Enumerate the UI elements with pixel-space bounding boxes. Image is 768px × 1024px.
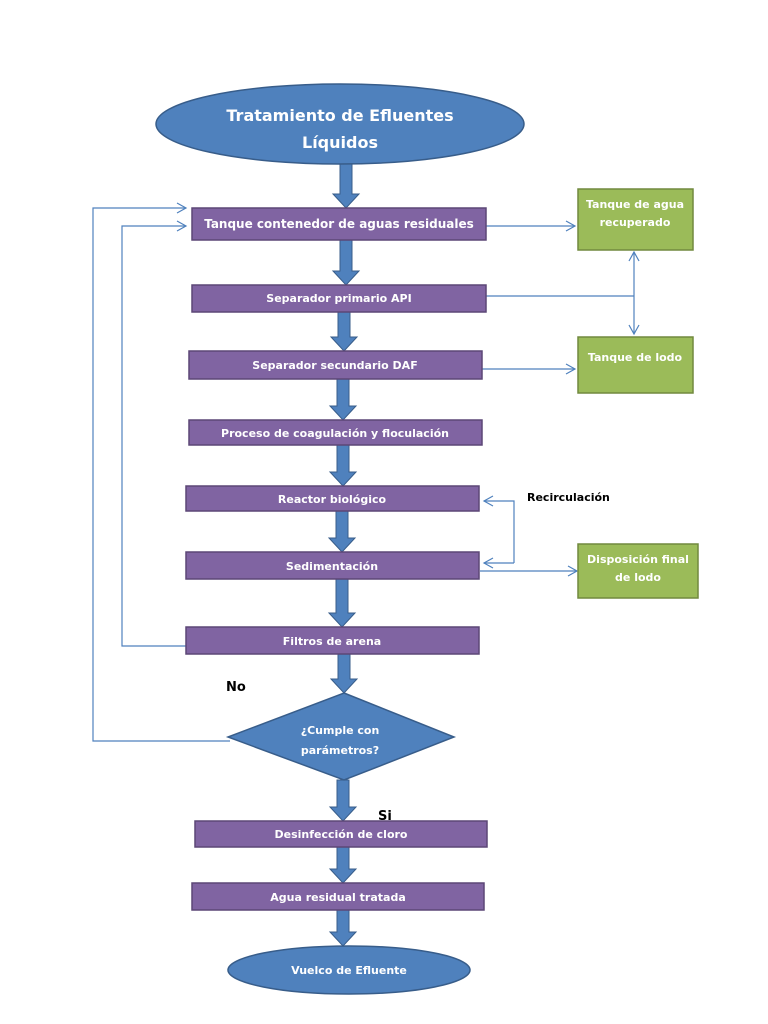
- final-disposal-line2: de lodo: [615, 571, 661, 584]
- step-sedimentation[interactable]: Sedimentación: [185, 551, 480, 580]
- step-bioreactor[interactable]: Reactor biológico: [185, 485, 480, 512]
- step-coagulation[interactable]: Proceso de coagulación y floculación: [188, 419, 483, 446]
- final-disposal-line1: Disposición final: [587, 553, 689, 566]
- no-loop-connector: [92, 202, 230, 742]
- flow-arrow: [328, 444, 358, 487]
- step-daf-separator[interactable]: Separador secundario DAF: [188, 350, 483, 380]
- sludge-tank-line1: Tanque de lodo: [588, 351, 683, 364]
- decision-line2: parámetros?: [301, 744, 379, 757]
- sand-filter-loop-connector: [121, 220, 188, 647]
- step-label: Desinfección de cloro: [274, 828, 407, 841]
- step-label: Reactor biológico: [278, 493, 387, 506]
- water-tank-line2: recuperado: [600, 216, 671, 229]
- start-title-line2: Líquidos: [302, 133, 378, 152]
- recirculation-connector: [482, 495, 515, 563]
- no-label: No: [226, 680, 246, 695]
- recirculation-label: Recirculación: [527, 491, 610, 504]
- flow-arrow: [328, 378, 358, 421]
- sludge-tank-box[interactable]: Tanque de lodo: [577, 336, 694, 394]
- water-tank-line1: Tanque de agua: [586, 198, 684, 211]
- start-node[interactable]: Tratamiento de Efluentes Líquidos: [155, 83, 525, 165]
- step-label: Separador secundario DAF: [252, 359, 417, 372]
- flow-arrow: [328, 846, 358, 884]
- step-label: Sedimentación: [286, 560, 378, 573]
- decision-line1: ¿Cumple con: [301, 724, 380, 737]
- connectors: [92, 202, 640, 742]
- final-disposal-box[interactable]: Disposición final de lodo: [577, 543, 699, 599]
- block-arrows: [327, 163, 361, 947]
- flow-arrow: [329, 311, 359, 352]
- step-label: Proceso de coagulación y floculación: [221, 427, 449, 440]
- flow-arrow: [331, 163, 361, 209]
- end-label: Vuelco de Efluente: [291, 964, 407, 977]
- flow-arrow: [331, 239, 361, 286]
- start-title-line1: Tratamiento de Efluentes: [226, 106, 453, 125]
- step-tank[interactable]: Tanque contenedor de aguas residuales: [191, 207, 487, 241]
- yes-label: Si: [378, 809, 392, 824]
- step-label: Agua residual tratada: [270, 891, 406, 904]
- step-api-separator[interactable]: Separador primario API: [191, 284, 487, 313]
- flow-arrow: [327, 510, 357, 553]
- step-label: Separador primario API: [266, 292, 411, 305]
- end-node[interactable]: Vuelco de Efluente: [227, 945, 471, 995]
- flow-arrow: [328, 779, 358, 822]
- flow-arrow: [329, 653, 359, 694]
- flow-arrow: [327, 578, 357, 628]
- step-label: Filtros de arena: [283, 635, 381, 648]
- water-tank-box[interactable]: Tanque de agua recuperado: [577, 188, 694, 251]
- decision-node[interactable]: ¿Cumple con parámetros?: [225, 692, 457, 781]
- step-sand-filters[interactable]: Filtros de arena: [185, 626, 480, 655]
- flow-arrow: [328, 909, 358, 947]
- step-treated-water[interactable]: Agua residual tratada: [191, 882, 485, 911]
- step-label: Tanque contenedor de aguas residuales: [204, 217, 474, 231]
- step-chlorine[interactable]: Desinfección de cloro: [194, 820, 488, 848]
